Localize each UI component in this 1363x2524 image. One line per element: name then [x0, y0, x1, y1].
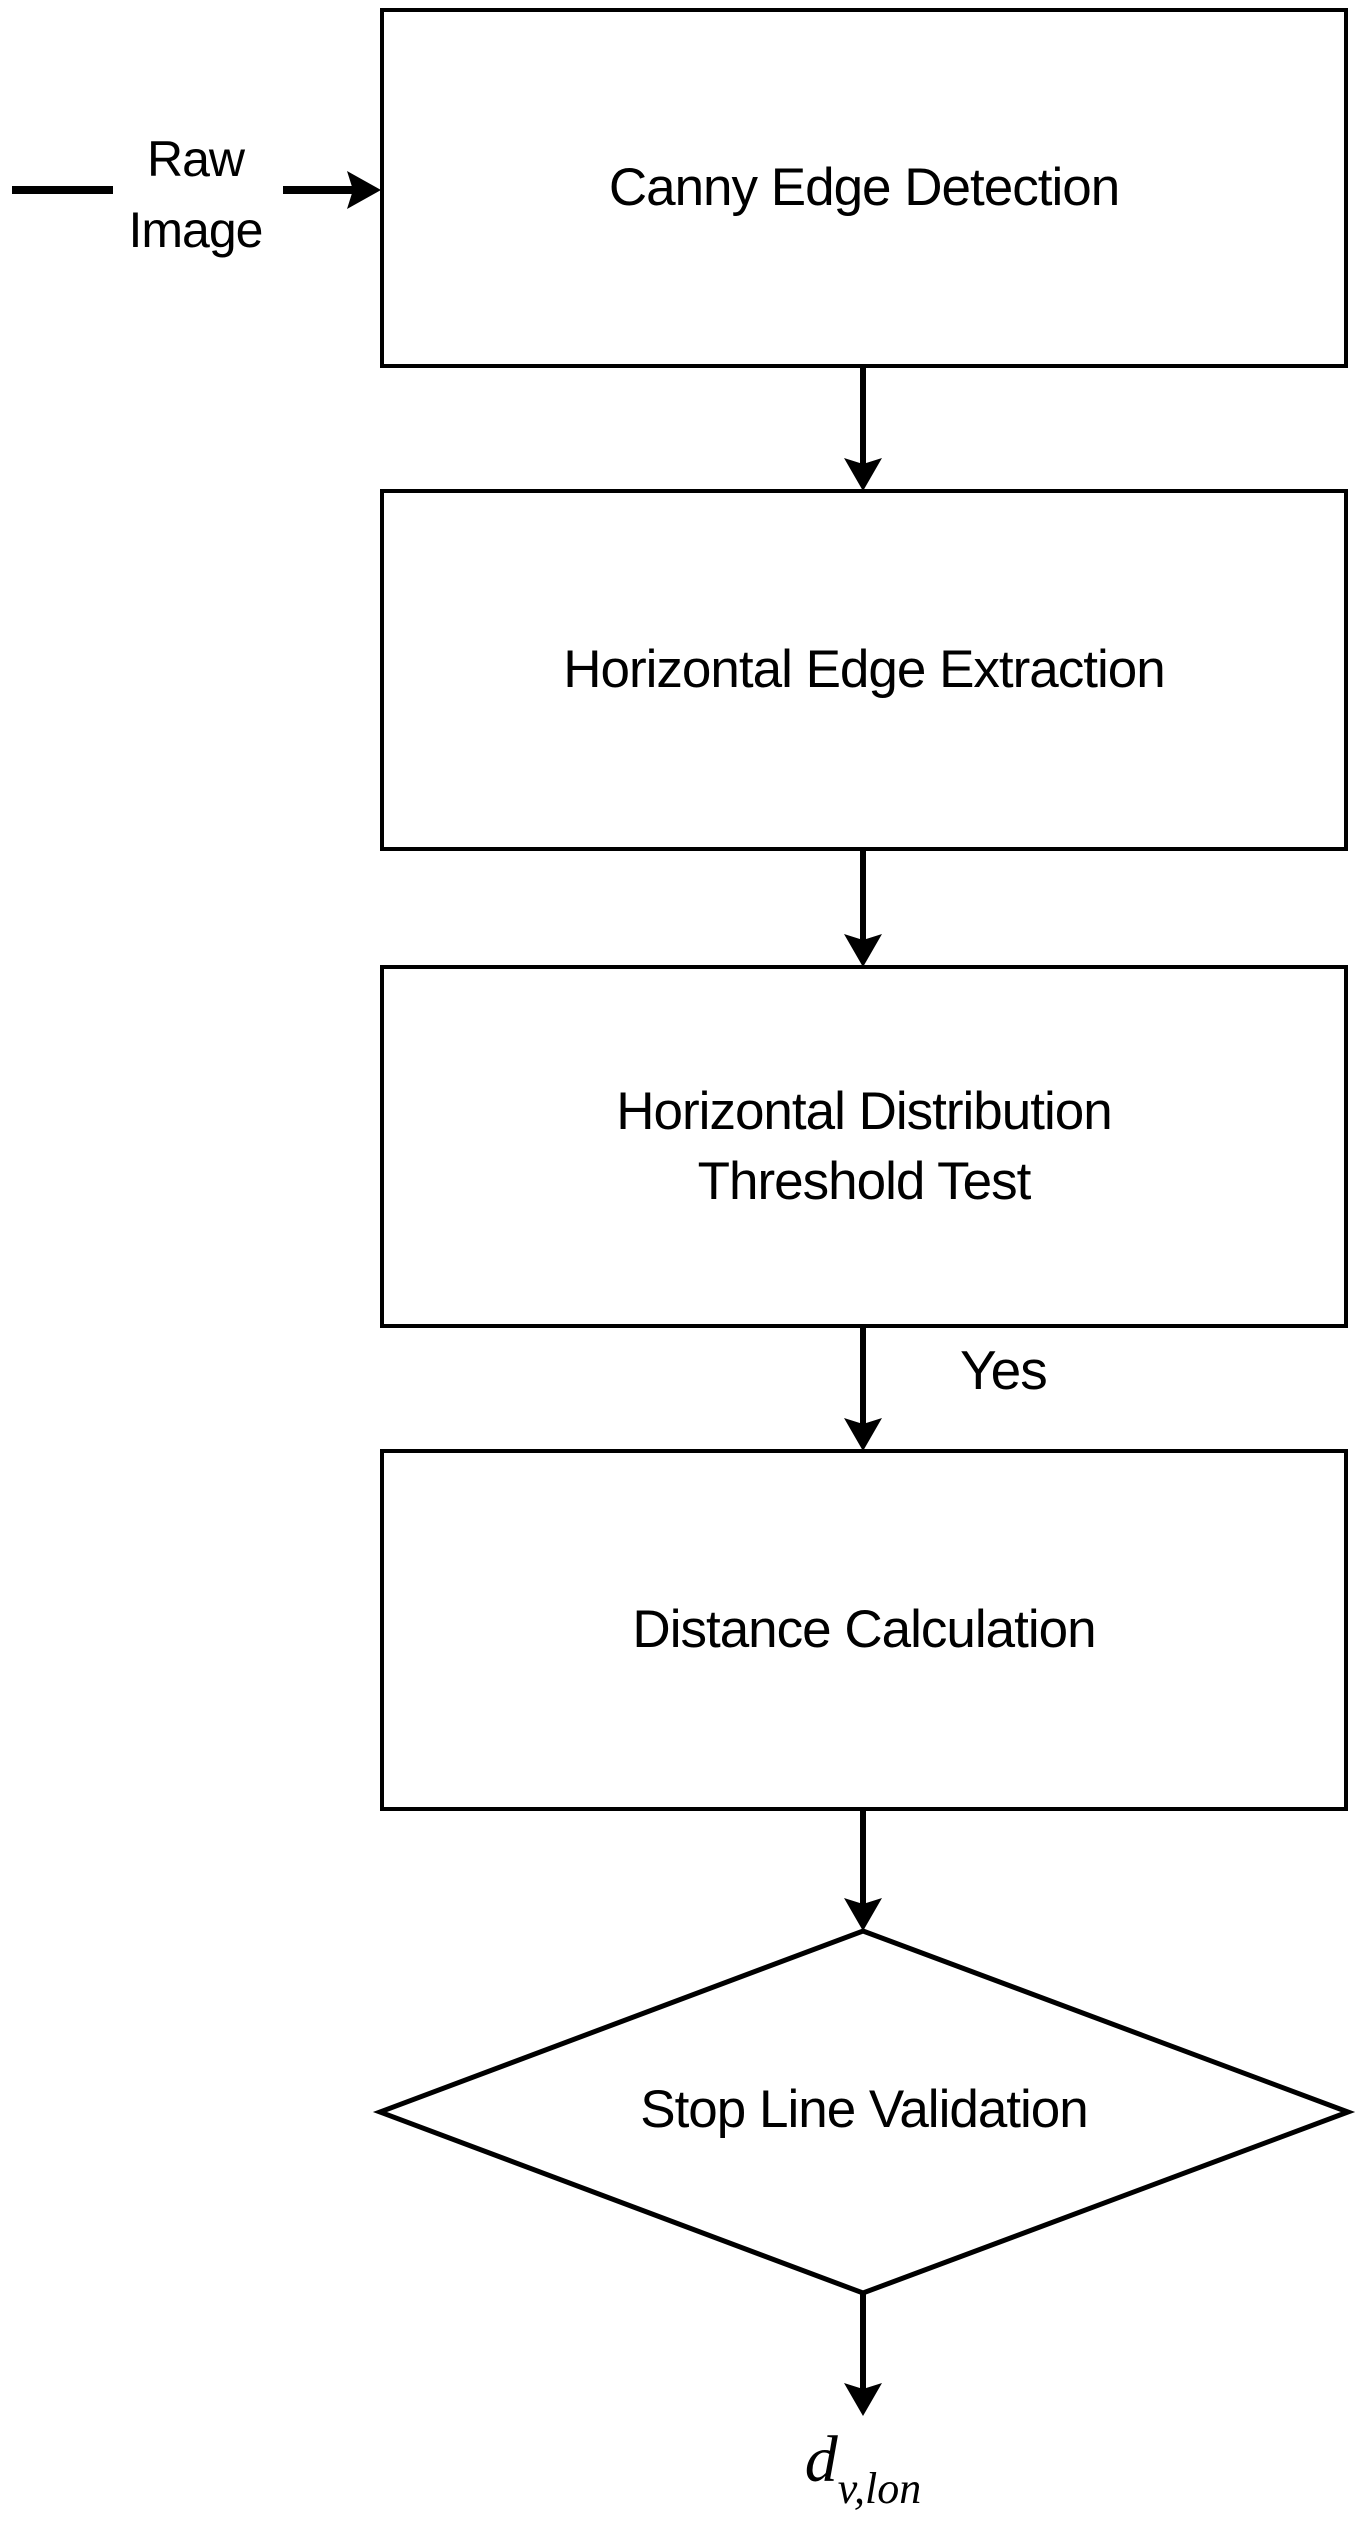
node-horizontal-edge-extraction: Horizontal Edge Extraction: [380, 489, 1348, 851]
input-arrowhead-icon: [347, 171, 381, 209]
arrow-1-head-icon: [844, 458, 882, 491]
arrow-5-head-icon: [844, 2383, 882, 2416]
output-distance-label: dv,lon: [663, 2422, 1063, 2513]
input-raw-image-label: Raw Image: [128, 131, 264, 258]
arrow-3-head-icon: [844, 1418, 882, 1451]
arrow-4-head-icon: [844, 1898, 882, 1931]
node-horizontal-distribution-threshold-test: Horizontal Distribution Threshold Test: [380, 965, 1348, 1328]
node-distance-calculation-label: Distance Calculation: [632, 1600, 1096, 1660]
output-distance-subscript: v,lon: [837, 2464, 922, 2513]
output-distance-symbol: d: [804, 2423, 838, 2496]
node-canny-edge-detection: Canny Edge Detection: [380, 8, 1348, 368]
node-distance-calculation: Distance Calculation: [380, 1449, 1348, 1811]
node-horizontal-edge-extraction-label: Horizontal Edge Extraction: [563, 640, 1165, 700]
node-canny-edge-detection-label: Canny Edge Detection: [608, 158, 1120, 218]
arrow-2-head-icon: [844, 934, 882, 967]
node-stop-line-validation-label: Stop Line Validation: [640, 2080, 1089, 2139]
node-horizontal-distribution-threshold-test-label: Horizontal Distribution Threshold Test: [616, 1081, 1112, 1211]
edge-yes-label: Yes: [960, 1339, 1048, 1401]
